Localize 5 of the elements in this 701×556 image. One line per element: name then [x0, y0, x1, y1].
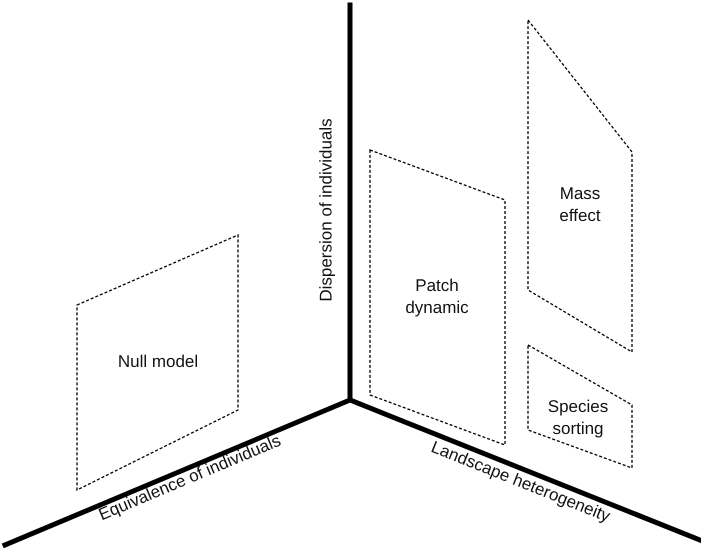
region-label: Patch dynamic: [404, 275, 470, 319]
region-label: Null model: [116, 351, 200, 373]
region-label: Species sorting: [546, 396, 610, 440]
axis-label: Dispersion of individuals: [316, 118, 336, 302]
region-label: Mass effect: [558, 183, 602, 227]
